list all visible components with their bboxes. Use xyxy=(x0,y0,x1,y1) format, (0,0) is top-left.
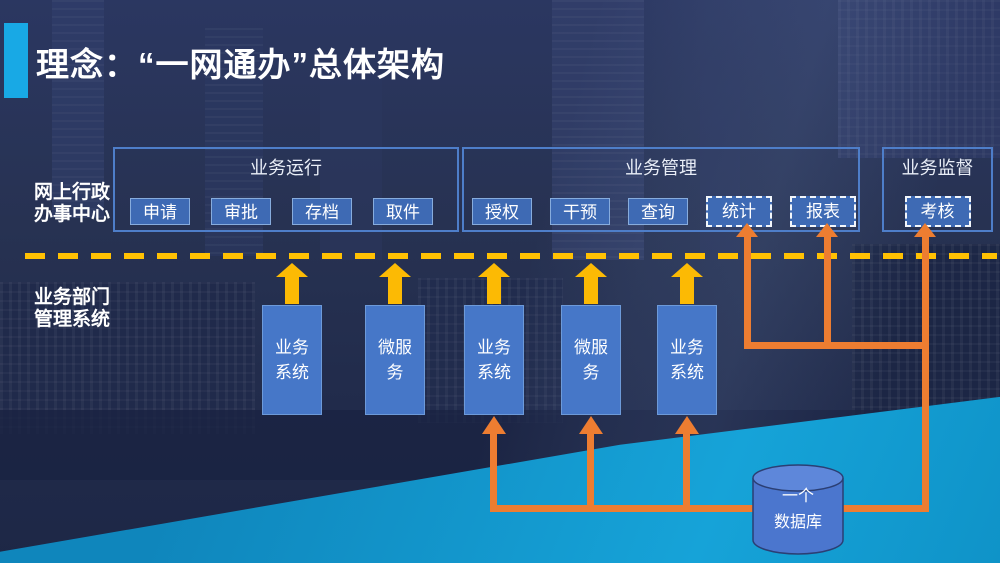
database-label-line: 一个 xyxy=(781,488,814,505)
sysbox-label-line: 业务 xyxy=(670,338,704,357)
db-connector-bottom-horizontal xyxy=(490,505,929,512)
sysbox-label-line: 业务 xyxy=(477,338,511,357)
lane-label-line: 管理系统 xyxy=(33,309,110,330)
sysbox-label-line: 系统 xyxy=(275,363,309,382)
yellow-up-arrow xyxy=(478,263,510,304)
lane-label-online-admin-center: 网上行政 办事中心 xyxy=(24,182,120,226)
group-button-row: 申请 审批 存档 取件 xyxy=(115,198,457,225)
db-connector-to-system-4 xyxy=(587,434,594,512)
node-archive: 存档 xyxy=(292,198,352,225)
sysbox-label-line: 系统 xyxy=(670,363,704,382)
sysbox-label-line: 微服 xyxy=(378,338,412,357)
background-building xyxy=(320,55,382,260)
orange-arrowhead xyxy=(482,416,506,434)
node-intervene: 干预 xyxy=(550,198,610,225)
group-title: 业务管理 xyxy=(625,158,697,178)
node-apply: 申请 xyxy=(130,198,190,225)
sysbox-label-line: 微服 xyxy=(574,338,608,357)
lane-label-dept-systems: 业务部门 管理系统 xyxy=(24,287,120,331)
yellow-up-arrow xyxy=(575,263,607,304)
lane-separator-dashed-line xyxy=(25,253,997,259)
lane-label-line: 办事中心 xyxy=(33,204,110,225)
db-connector-to-report xyxy=(824,237,831,349)
orange-arrowhead xyxy=(675,416,699,434)
node-report: 报表 xyxy=(790,196,856,227)
node-approve: 审批 xyxy=(211,198,271,225)
database-cylinder-icon xyxy=(752,464,844,555)
db-connector-branch-horizontal xyxy=(744,342,929,349)
db-connector-to-assessment xyxy=(922,237,929,512)
background-building xyxy=(0,282,255,434)
group-business-management: 业务管理 授权 干预 查询 统计 报表 xyxy=(462,147,860,232)
orange-arrowhead xyxy=(816,223,838,237)
node-query: 查询 xyxy=(628,198,688,225)
page-title: 理念：“一网通办”总体架构 xyxy=(36,46,445,83)
database-label-line: 数据库 xyxy=(773,514,822,531)
node-authorize: 授权 xyxy=(472,198,532,225)
background-building xyxy=(52,0,104,218)
orange-arrowhead xyxy=(914,223,936,237)
yellow-up-arrow xyxy=(379,263,411,304)
title-accent-bar xyxy=(4,23,28,98)
lane-label-line: 业务部门 xyxy=(33,287,110,308)
business-system-box: 业务 系统 xyxy=(262,305,322,415)
database-label: 一个 数据库 xyxy=(750,464,846,558)
microservice-box: 微服 务 xyxy=(561,305,621,415)
group-title: 业务监督 xyxy=(901,158,974,178)
business-system-box: 业务 系统 xyxy=(464,305,524,415)
group-title: 业务运行 xyxy=(250,158,322,178)
microservice-box: 微服 务 xyxy=(365,305,425,415)
node-assessment: 考核 xyxy=(904,196,971,227)
yellow-up-arrow xyxy=(276,263,308,304)
db-connector-to-statistics xyxy=(744,237,751,349)
node-pickup: 取件 xyxy=(373,198,433,225)
background-building xyxy=(838,0,1000,158)
node-statistics: 统计 xyxy=(706,196,772,227)
group-button-row: 授权 干预 查询 统计 报表 xyxy=(464,196,858,227)
group-business-operation: 业务运行 申请 审批 存档 取件 xyxy=(113,147,459,232)
sysbox-label-line: 务 xyxy=(386,363,404,382)
group-business-supervision: 业务监督 考核 xyxy=(882,147,993,232)
yellow-up-arrow xyxy=(671,263,703,304)
lane-label-line: 网上行政 xyxy=(33,182,110,203)
database-cylinder: 一个 数据库 xyxy=(750,464,846,558)
orange-arrowhead xyxy=(736,223,758,237)
orange-arrowhead xyxy=(579,416,603,434)
sysbox-label-line: 系统 xyxy=(477,363,511,382)
db-connector-to-system-3 xyxy=(490,434,497,512)
business-system-box: 业务 系统 xyxy=(657,305,717,415)
db-connector-to-system-5 xyxy=(683,434,690,512)
sysbox-label-line: 业务 xyxy=(275,338,309,357)
group-button-row: 考核 xyxy=(884,196,991,227)
sysbox-label-line: 务 xyxy=(582,363,600,382)
